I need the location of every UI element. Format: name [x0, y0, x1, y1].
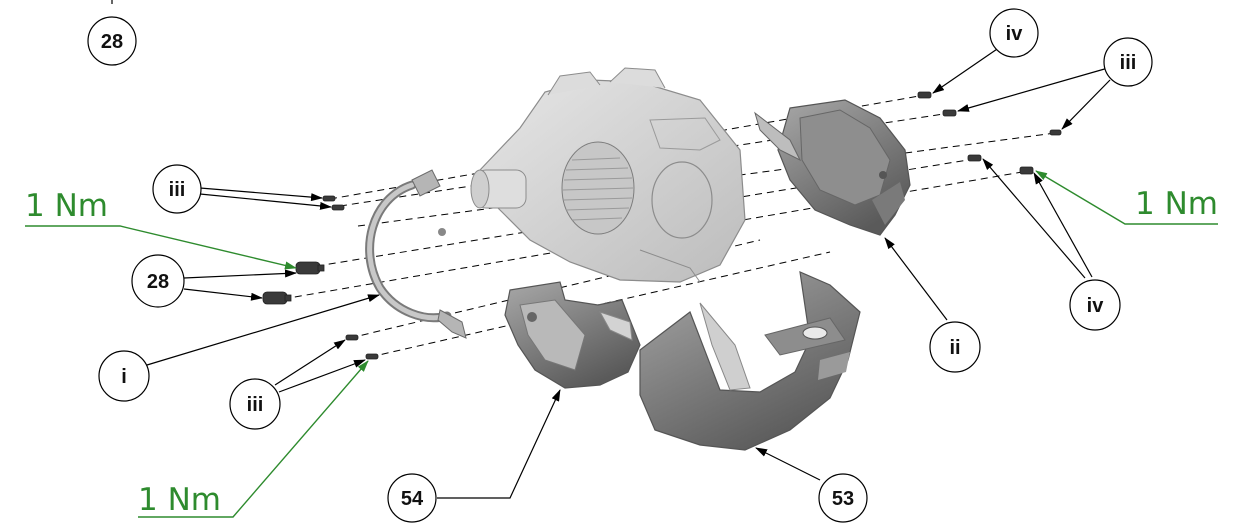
- torque-label-left-top: 1 Nm: [25, 188, 108, 224]
- screw-iii-bottom-upper: [345, 334, 359, 341]
- callout-28-left-label: 28: [147, 271, 169, 293]
- lower-cover-part-54: [504, 281, 641, 389]
- screw-iii-top-right-b: [1049, 129, 1062, 136]
- callout-iii-left: iii: [152, 164, 202, 214]
- callout-28-left: 28: [131, 254, 185, 308]
- callout-iv-top: iv: [989, 8, 1039, 58]
- torque-labels: 1 Nm 1 Nm 1 Nm: [25, 186, 1218, 518]
- callout-iii-bottom-label: iii: [247, 394, 264, 416]
- callout-54: 54: [387, 473, 437, 523]
- torque-label-right: 1 Nm: [1135, 186, 1218, 222]
- skid-plate-part-53: [639, 271, 861, 451]
- callout-i: i: [98, 350, 150, 402]
- screw-28-upper: [295, 261, 325, 275]
- bracket-ring-part-i: [365, 169, 467, 339]
- callout-53-label: 53: [832, 488, 854, 510]
- callout-iv-top-label: iv: [1006, 23, 1024, 45]
- callout-iii-top-right-label: iii: [1120, 52, 1137, 74]
- screw-iv-right-b: [1019, 166, 1034, 175]
- callout-28-top-label: 28: [101, 31, 123, 53]
- screw-iv-top: [917, 91, 932, 99]
- screw-28-lower: [262, 291, 292, 305]
- callout-ii-label: ii: [949, 337, 960, 359]
- callout-53: 53: [818, 473, 868, 523]
- callout-ii: ii: [929, 321, 981, 373]
- leader-lines: [111, 0, 1111, 499]
- side-cover-part-ii: [754, 99, 911, 236]
- callout-iii-left-label: iii: [169, 179, 186, 201]
- callout-28-top: 28: [87, 16, 137, 66]
- callout-iii-bottom: iii: [229, 378, 281, 430]
- screw-iii-left-bottom: [331, 204, 345, 211]
- screws: [262, 91, 1062, 360]
- callout-iii-top-right: iii: [1103, 37, 1153, 87]
- screw-iii-left-top: [322, 195, 336, 202]
- screw-iv-right-a: [967, 154, 982, 162]
- callout-iv-right-label: iv: [1087, 295, 1105, 317]
- callout-iv-right: iv: [1069, 279, 1121, 331]
- screw-iii-bottom-lower: [365, 353, 379, 360]
- callout-bubbles: 28 iv iii iii 28 i iii ii: [87, 8, 1153, 523]
- torque-leader-lines: [25, 170, 1218, 518]
- motor-housing: [470, 67, 746, 283]
- torque-label-left-bottom: 1 Nm: [138, 482, 221, 518]
- screw-iii-top-right-a: [942, 109, 957, 117]
- callout-54-label: 54: [401, 488, 424, 510]
- callout-i-label: i: [121, 366, 127, 388]
